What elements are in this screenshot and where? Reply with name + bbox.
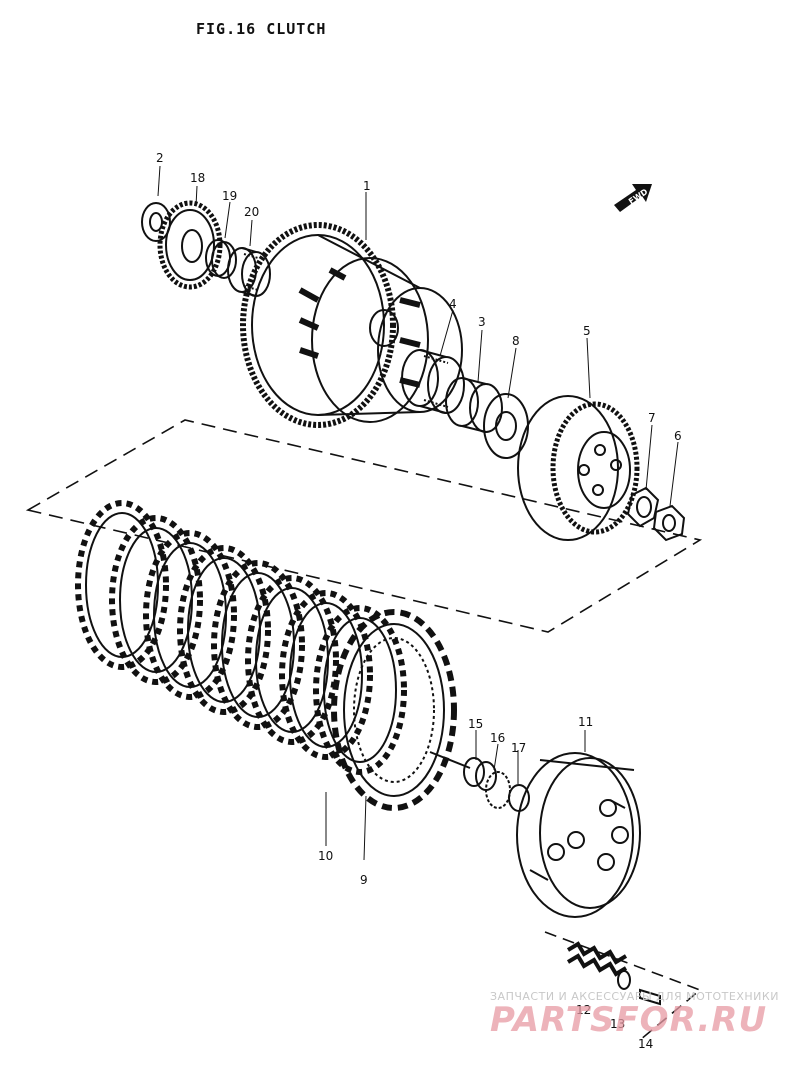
callout-6: 6: [674, 429, 682, 443]
part-bearing: [401, 349, 465, 414]
part-clutch-housing: [240, 222, 463, 428]
callout-17: 17: [511, 741, 526, 755]
callout-16: 16: [490, 731, 505, 745]
callout-13: 13: [610, 1017, 625, 1031]
callout-8: 8: [512, 334, 520, 348]
part-clutch-hub: [517, 395, 640, 541]
callout-1: 1: [363, 179, 371, 193]
callout-11: 11: [578, 715, 593, 729]
callout-5: 5: [583, 324, 591, 338]
callout-9: 9: [360, 873, 368, 887]
lower-dashed-outline: [544, 931, 702, 1041]
callout-leader-lines: [157, 165, 679, 861]
part-washer: [141, 202, 171, 242]
callout-2: 2: [156, 151, 164, 165]
part-clutch-plate-stack: [75, 500, 457, 811]
part-pressure-plate: [516, 752, 641, 918]
callout-19: 19: [222, 189, 237, 203]
part-sleeve: [445, 377, 503, 433]
watermark-brand: PARTSFOR.RU: [490, 1000, 768, 1040]
callout-4: 4: [449, 297, 457, 311]
callout-20: 20: [244, 205, 259, 219]
part-lock-washer: [626, 486, 660, 528]
callout-12: 12: [576, 1003, 591, 1017]
callout-7: 7: [648, 411, 656, 425]
part-release-bearing-set: [429, 751, 530, 812]
part-thrust-washer: [483, 393, 529, 459]
assembly-dashed-outline: [25, 419, 703, 633]
callout-3: 3: [478, 315, 486, 329]
callout-18: 18: [190, 171, 205, 185]
part-clutch-springs: [566, 941, 661, 1006]
watermark-caption: ЗАПЧАСТИ И АКСЕССУАРЫ ДЛЯ МОТОТЕХНИКИ: [490, 990, 779, 1003]
callout-numbers: 2 18 19 20 1 4 3 8 5 7 6 10 9 15 16 17 1…: [156, 151, 682, 1051]
forward-arrow-icon: FWD: [614, 184, 652, 212]
figure-title: FIG.16 CLUTCH: [196, 20, 327, 38]
callout-14: 14: [638, 1037, 653, 1051]
callout-15: 15: [468, 717, 483, 731]
part-nut: [652, 504, 686, 542]
part-drive-gear: [157, 200, 223, 290]
callout-10: 10: [318, 849, 333, 863]
